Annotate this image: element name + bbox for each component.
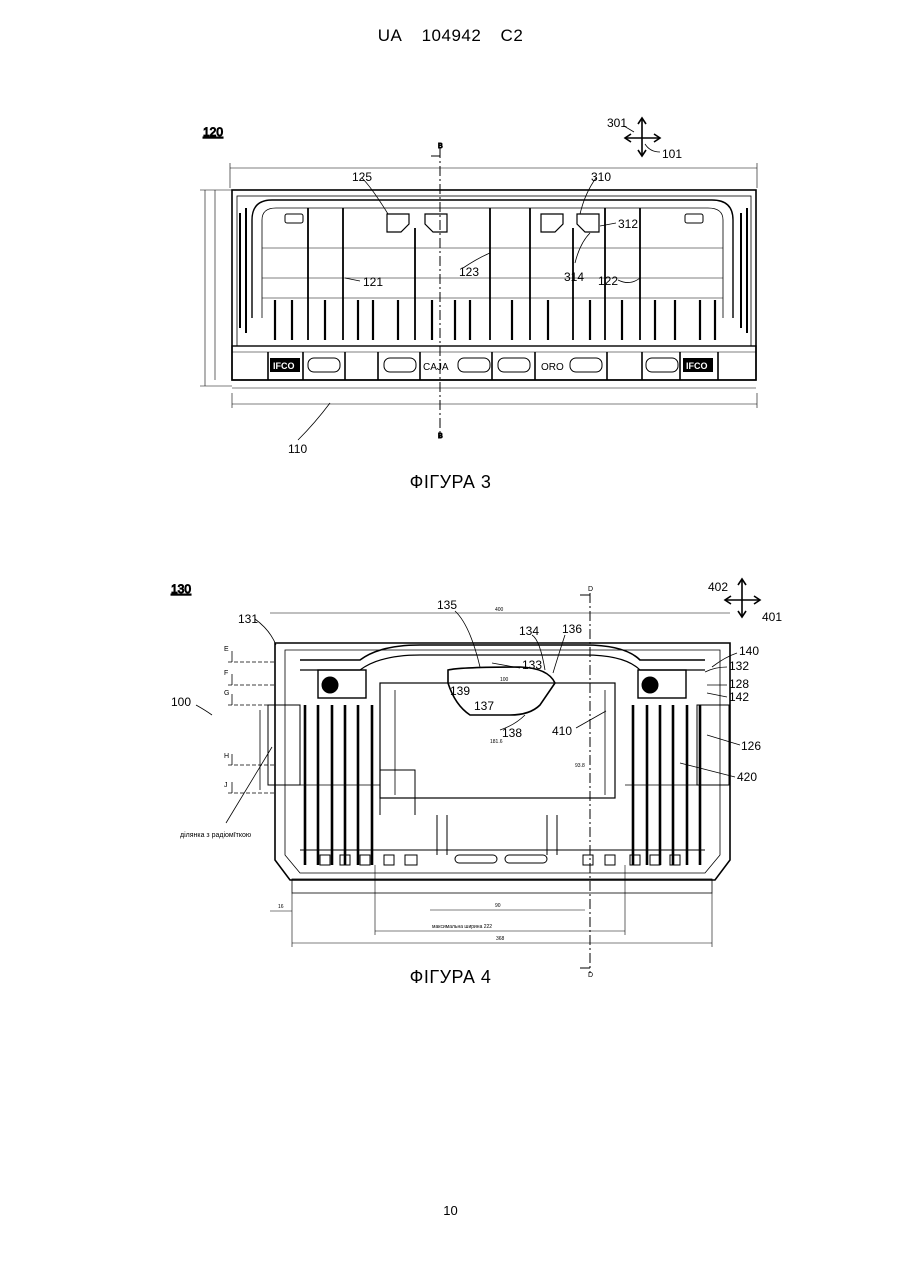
- stamp-caja: CAJA: [423, 362, 449, 373]
- ref-137: 137: [474, 699, 494, 713]
- figure-3-drawing: 120 B B: [0, 108, 901, 458]
- patent-kind: C2: [501, 26, 524, 45]
- svg-text:IFCO: IFCO: [686, 361, 708, 371]
- svg-text:IFCO: IFCO: [273, 361, 295, 371]
- ref-314: 314: [564, 270, 584, 284]
- ref-122: 122: [598, 274, 618, 288]
- ifco-logo-right: IFCO: [683, 358, 713, 372]
- section-b-bottom: B: [438, 433, 443, 440]
- dim-16: 16: [278, 904, 284, 910]
- ref-120: 120: [203, 125, 223, 139]
- ref-410: 410: [552, 724, 572, 738]
- ref-100: 100: [171, 695, 191, 709]
- ref-121: 121: [363, 275, 383, 289]
- section-f: F: [224, 670, 228, 677]
- section-e: E: [224, 646, 229, 653]
- ref-402: 402: [708, 580, 728, 594]
- section-h: H: [224, 753, 229, 760]
- section-g: G: [224, 690, 229, 697]
- section-d-top: D: [588, 586, 593, 593]
- figure-3-caption: ФІГУРА 3: [0, 472, 901, 493]
- ref-132: 132: [729, 659, 749, 673]
- ref-135: 135: [437, 598, 457, 612]
- ref-142: 142: [729, 690, 749, 704]
- ref-136: 136: [562, 622, 582, 636]
- ref-126: 126: [741, 739, 761, 753]
- ref-123: 123: [459, 265, 479, 279]
- rfid-region-note: ділянка з радіомīткою: [180, 831, 251, 839]
- dim-90: 90: [495, 903, 501, 909]
- page-number: 10: [0, 1203, 901, 1218]
- section-j: J: [224, 782, 228, 789]
- dim-93: 93.8: [575, 763, 585, 769]
- ref-401: 401: [762, 610, 782, 624]
- ref-133: 133: [522, 658, 542, 672]
- ref-130: 130: [171, 582, 191, 596]
- page-header: UA 104942 C2: [0, 26, 901, 46]
- section-b-top: B: [438, 143, 443, 150]
- dim-368: 368: [496, 936, 505, 942]
- ref-139: 139: [450, 684, 470, 698]
- ref-125: 125: [352, 170, 372, 184]
- dim-100: 100: [500, 677, 509, 683]
- ref-101: 101: [662, 147, 682, 161]
- dim-max-width: максимальна ширина 222: [432, 924, 492, 930]
- ref-138: 138: [502, 726, 522, 740]
- ref-312: 312: [618, 217, 638, 231]
- patent-number: 104942: [422, 26, 482, 45]
- dim-181: 181.6: [490, 739, 503, 745]
- ref-134: 134: [519, 624, 539, 638]
- ref-310: 310: [591, 170, 611, 184]
- ref-110: 110: [288, 442, 307, 456]
- dim-400: 400: [495, 607, 504, 613]
- figure-4-drawing: 130: [0, 575, 901, 985]
- ref-140: 140: [739, 644, 759, 658]
- ref-420: 420: [737, 770, 757, 784]
- ref-301: 301: [607, 116, 627, 130]
- ref-131: 131: [238, 612, 258, 626]
- ref-128: 128: [729, 677, 749, 691]
- patent-country: UA: [378, 26, 403, 45]
- figure-4-caption: ФІГУРА 4: [0, 967, 901, 988]
- ifco-logo-left: IFCO: [270, 358, 300, 372]
- stamp-oro: ORO: [541, 362, 564, 373]
